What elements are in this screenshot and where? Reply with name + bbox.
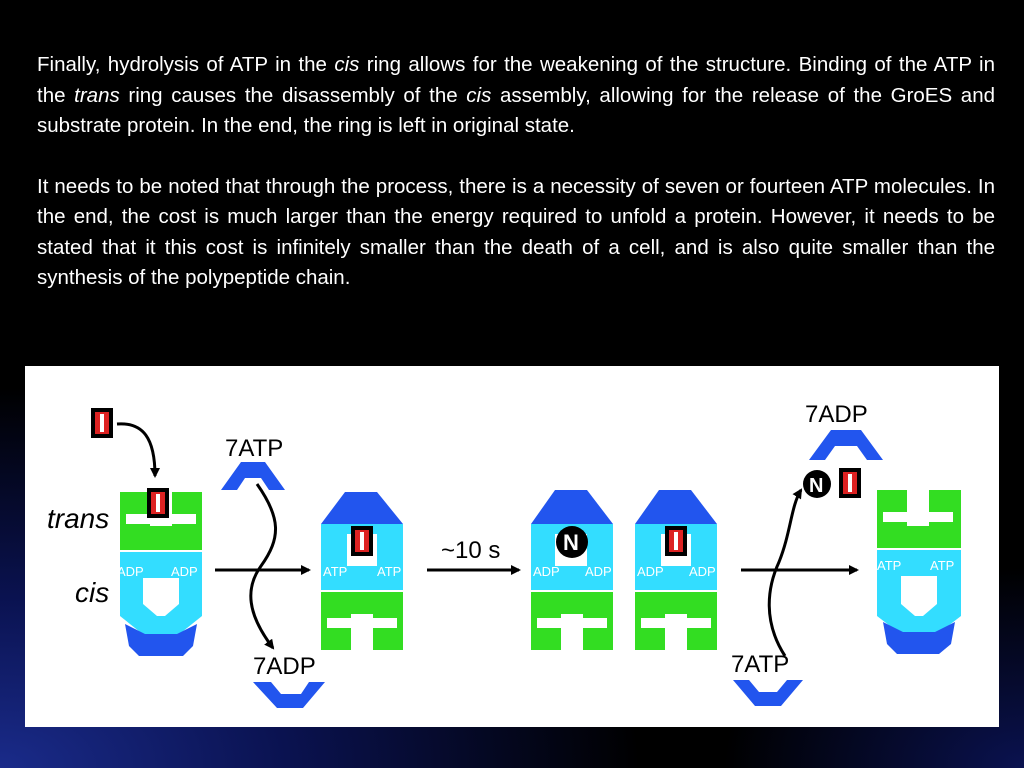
paragraph-2: It needs to be noted that through the pr…: [37, 174, 995, 290]
atp-label: ATP: [323, 564, 347, 579]
released-native-protein: [803, 470, 831, 498]
groes-cap-bind: [733, 680, 803, 706]
time-label: ~10 s: [441, 537, 500, 564]
native-label: N: [809, 475, 823, 497]
ring-cavity: [907, 490, 929, 526]
complex-5: ATP ATP: [877, 490, 961, 654]
ring-cavity: [561, 614, 583, 650]
adp-label: ADP: [585, 564, 612, 579]
7atp-in-label: 7ATP: [225, 435, 283, 462]
atp-label: ATP: [877, 558, 901, 573]
p1-em-cis: cis: [334, 53, 360, 76]
ring-notch: [687, 618, 711, 628]
complex-4: ADP ADP: [635, 490, 717, 650]
adp-label: ADP: [689, 564, 716, 579]
7adp-out-label: 7ADP: [253, 653, 316, 680]
folded-protein: [556, 526, 588, 558]
atp-label: ATP: [930, 558, 954, 573]
substrate-stripe: [100, 414, 104, 432]
ring-notch: [373, 618, 397, 628]
adp-label: ADP: [117, 564, 144, 579]
complex-2: ATP ATP: [321, 492, 403, 650]
atp-label: ATP: [377, 564, 401, 579]
groes-cap: [531, 490, 613, 524]
ring-notch: [883, 512, 907, 522]
p1-text-c: ring causes the disassembly of the: [119, 83, 467, 107]
p1-em-cis-2: cis: [466, 83, 492, 107]
groes-cap-out: [253, 682, 325, 708]
ring-cavity: [665, 614, 687, 650]
exchange-arrow-2: [767, 488, 803, 657]
p1-em-trans: trans: [74, 83, 120, 107]
groel-cycle-diagram: ADP ADP trans cis 7ATP 7ADP ATP ATP ~10: [47, 401, 961, 708]
groes-cap-released: [809, 430, 883, 460]
trans-label: trans: [47, 503, 109, 534]
7adp-release-label: 7ADP: [805, 401, 868, 428]
substrate-stripe: [156, 494, 160, 512]
substrate-stripe: [848, 474, 852, 492]
ring-notch: [172, 514, 196, 524]
groes-cap: [125, 624, 197, 656]
adp-label: ADP: [171, 564, 198, 579]
cis-label: cis: [75, 577, 109, 608]
ring-notch: [327, 618, 351, 628]
exchange-arrow-1: [249, 483, 277, 650]
groes-cap-in: [221, 462, 285, 490]
ring-notch: [641, 618, 665, 628]
substrate-stripe: [674, 532, 678, 550]
ring-notch: [583, 618, 607, 628]
binding-arrow: [116, 422, 160, 478]
ring-cavity: [143, 578, 179, 616]
groes-cap: [635, 490, 717, 524]
adp-label: ADP: [533, 564, 560, 579]
paragraph-1: Finally, hydrolysis of ATP in the cis ri…: [37, 50, 995, 142]
ring-cavity: [351, 614, 373, 650]
incoming-substrate: [91, 408, 160, 478]
groes-cap: [883, 622, 955, 654]
groes-cap: [321, 492, 403, 524]
ring-notch: [929, 512, 953, 522]
complex-1: ADP ADP: [117, 488, 202, 656]
native-label: N: [563, 530, 579, 555]
ring-notch: [537, 618, 561, 628]
slide-text: Finally, hydrolysis of ATP in the cis ri…: [37, 50, 995, 324]
complex-3: ADP ADP N: [531, 490, 613, 650]
substrate-stripe: [360, 532, 364, 550]
adp-label: ADP: [637, 564, 664, 579]
p1-text-b: ring allows for the weakening of the str…: [37, 53, 995, 107]
7atp-bind-label: 7ATP: [731, 651, 789, 678]
p1-text-a: Finally, hydrolysis of ATP in the: [37, 53, 335, 76]
ring-cavity: [901, 576, 937, 616]
groel-cycle-figure: ADP ADP trans cis 7ATP 7ADP ATP ATP ~10: [25, 366, 999, 727]
p1-text-d: assembly, allowing for the release of th…: [37, 83, 995, 138]
ring-notch: [126, 514, 150, 524]
